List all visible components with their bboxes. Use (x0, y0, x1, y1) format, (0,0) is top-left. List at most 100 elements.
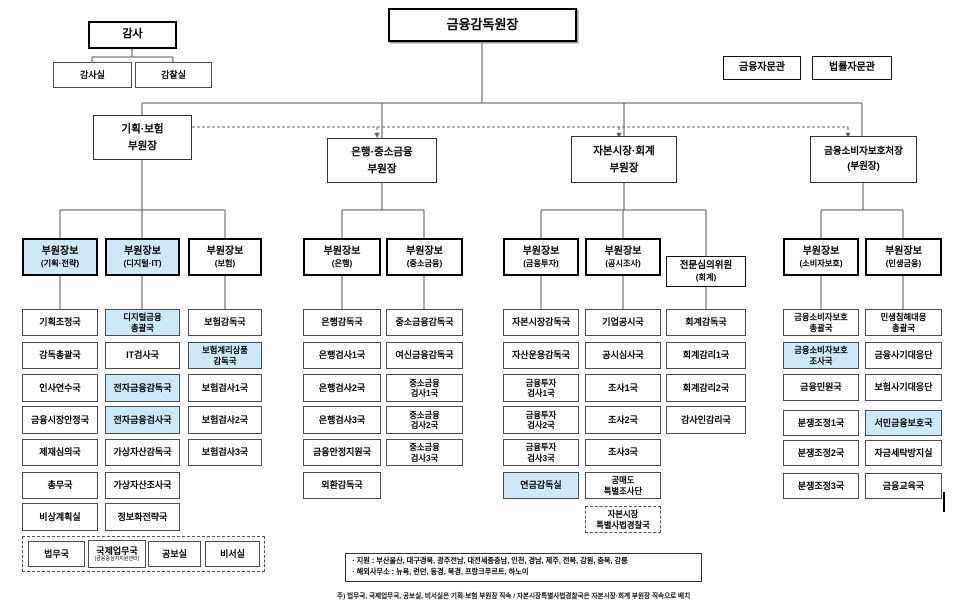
dept-box: 외환감독국 (303, 472, 381, 499)
dept-box: 중소금융 검사1국 (386, 374, 463, 402)
dept-box: 서민금융보호국 (865, 410, 942, 436)
dept-box: 금융안정지원국 (303, 439, 381, 466)
dept-box: 인사연수국 (22, 374, 98, 402)
dept-box: 은행감독국 (303, 309, 381, 336)
dept-box: 금융투자 검사2국 (503, 406, 579, 434)
dept-box: 공시심사국 (585, 342, 661, 369)
assistant-box: 부원장보 (금융투자) (503, 238, 579, 276)
dept-box: 보험검사3국 (188, 439, 262, 466)
assistant-subtitle: (기획·전략) (40, 258, 80, 268)
assistant-box: 부원장보 (은행) (303, 238, 381, 276)
dept-box: 금융교육국 (865, 473, 942, 499)
dept-box: 금융투자 검사1국 (503, 374, 579, 402)
dept-box: 전자금융감독국 (105, 374, 180, 402)
assistant-subtitle: (중소금융) (406, 258, 443, 268)
assistant-box: 부원장보 (중소금융) (386, 238, 463, 276)
assistant-subtitle: (금융투자) (523, 258, 559, 268)
dept-box: 보험검사1국 (188, 374, 262, 402)
dept-box: 법무국 (28, 541, 85, 567)
branches-note-line1: ㆍ지원 : 부산울산, 대구경북, 광주전남, 대전세종충남, 인천, 경남, … (350, 556, 628, 565)
assistant-box: 전문심의위원 (회계) (666, 256, 746, 287)
dept-box: 은행검사3국 (303, 406, 381, 434)
dept-box: 분쟁조정2국 (783, 440, 859, 466)
deputy-box: 은행·중소금융 부원장 (327, 138, 437, 183)
branches-note-line2: ㆍ해외사무소 : 뉴욕, 런던, 동경, 북경, 프랑크푸르트, 하노이 (350, 566, 529, 576)
dept-sublabel: (금융중심지지원센터) (94, 555, 140, 562)
assistant-box: 부원장보 (공시조사) (585, 238, 661, 276)
dept-box: 자본시장감독국 (503, 309, 579, 336)
president-box: 금융감독원장 (388, 8, 577, 42)
dept-box: 가상자산감독국 (105, 439, 180, 466)
dept-box: 은행검사1국 (303, 342, 381, 369)
dept-box: 연금감독실 (503, 472, 579, 499)
dept-box: 디지털금융 총괄국 (105, 309, 180, 336)
dept-box: 회계감리2국 (666, 374, 746, 402)
assistant-box: 부원장보 (디지털·IT) (105, 238, 180, 276)
dept-box: 중소금융 검사3국 (386, 439, 463, 466)
assistant-title: 부원장보 (802, 245, 840, 257)
dept-box: 보험계리상품 감독국 (188, 342, 262, 369)
audit-box: 감사 (88, 21, 177, 49)
footnote: 주) 법무국, 국제업무국, 공보실, 비서실은 기획·보험 부원장 직속 / … (337, 593, 691, 600)
assistant-subtitle: (회계) (695, 272, 717, 282)
dept-box: 자금세탁방지실 (865, 440, 942, 466)
audit-office-box: 감사실 (53, 62, 132, 88)
dept-box: 공보실 (148, 541, 201, 567)
assistant-subtitle: (디지털·IT) (123, 258, 162, 268)
dept-box: 조사3국 (585, 439, 661, 466)
branches-note-box: ㆍ지원 : 부산울산, 대구경북, 광주전남, 대전세종충남, 인천, 경남, … (345, 553, 702, 582)
dept-box: 분쟁조정1국 (783, 410, 859, 436)
assistant-subtitle: (공시조사) (605, 258, 641, 268)
assistant-title: 부원장보 (124, 245, 161, 257)
dashed-reporting-line (192, 126, 849, 134)
dept-box: 정보화전략국 (105, 503, 180, 531)
dept-box: 은행검사2국 (303, 374, 381, 402)
dept-box: 중소금융감독국 (386, 309, 463, 336)
dept-box: 공매도 특별조사단 (585, 472, 661, 499)
assistant-title: 부원장보 (323, 245, 361, 257)
assistant-subtitle: (은행) (331, 258, 353, 268)
dept-box: IT검사국 (105, 342, 180, 369)
dept-box: 회계감리1국 (666, 342, 746, 369)
dept-box: 자본시장 특별사법경찰국 (585, 506, 661, 533)
assistant-box: 부원장보 (기획·전략) (22, 238, 98, 276)
deputy-box: 자본시장·회계 부원장 (571, 136, 677, 183)
assistant-title: 부원장보 (885, 245, 922, 257)
assistant-subtitle: (보험) (214, 258, 236, 268)
dept-box: 전자금융검사국 (105, 406, 180, 434)
dept-box: 조사1국 (585, 374, 661, 402)
dept-box: 금융민원국 (783, 374, 859, 401)
deputy-box: 금융소비자보호처장 (부원장) (810, 136, 917, 183)
assistant-box: 부원장보 (소비자보호) (783, 238, 859, 276)
dept-box: 국제업무국 (금융중심지지원센터) (88, 540, 146, 568)
assistant-title: 전문심의위원 (679, 260, 733, 272)
dept-box: 금융투자 검사3국 (503, 439, 579, 466)
dept-label: 국제업무국 (96, 546, 138, 557)
dept-box: 민생침해대응 총괄국 (865, 309, 942, 336)
dept-box: 금융소비자보호 조사국 (783, 342, 859, 369)
assistant-title: 부원장보 (604, 245, 642, 257)
dept-box: 분쟁조정3국 (783, 473, 859, 499)
dept-box: 금융사기대응단 (865, 342, 942, 369)
dept-box: 기획조정국 (22, 309, 98, 336)
assistant-box: 부원장보 (민생금융) (865, 238, 942, 276)
dept-box: 금융시장안정국 (22, 406, 98, 434)
dept-box: 기업공시국 (585, 309, 661, 336)
deputy-box: 기획·보험 부원장 (93, 115, 192, 160)
assistant-title: 부원장보 (522, 245, 560, 257)
assistant-title: 부원장보 (206, 245, 244, 257)
dept-box: 제재심의국 (22, 439, 98, 466)
dashed-line-arrowheads (374, 133, 851, 138)
dept-box: 회계감독국 (666, 309, 746, 336)
audit-office-box: 감찰실 (135, 62, 212, 88)
dept-box: 가상자산조사국 (105, 472, 180, 499)
dept-box: 보험감독국 (188, 309, 262, 336)
dept-box: 자산운용감독국 (503, 342, 579, 369)
assistant-box: 부원장보 (보험) (188, 238, 262, 276)
stray-mark (943, 492, 945, 512)
assistant-title: 부원장보 (41, 245, 79, 257)
dept-box: 중소금융 검사2국 (386, 406, 463, 434)
dept-box: 총무국 (22, 472, 98, 499)
dept-box: 여신금융감독국 (386, 342, 463, 369)
